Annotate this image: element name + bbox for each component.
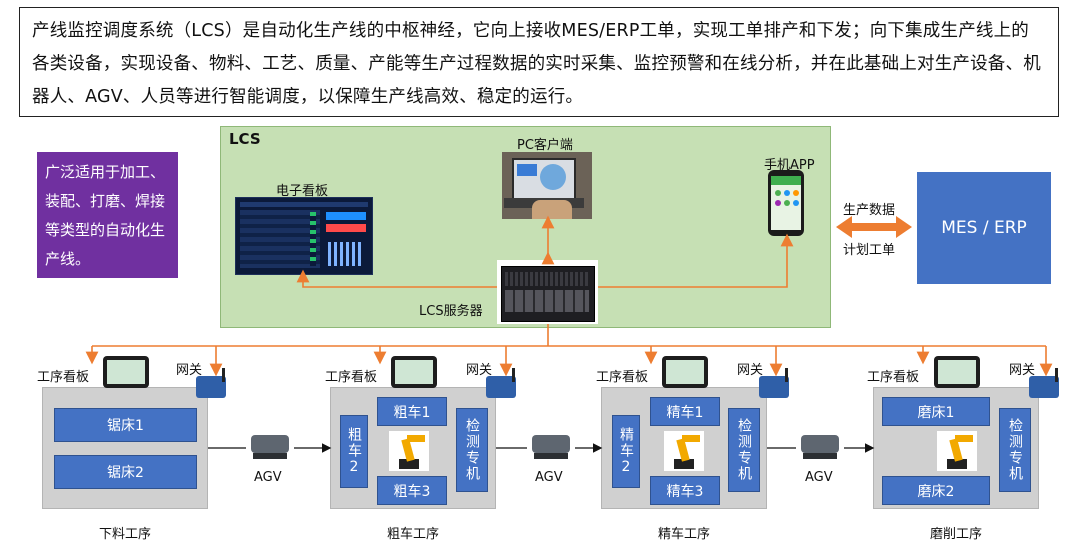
station2-gateway-device <box>486 368 516 398</box>
station4-board-tablet <box>934 356 980 388</box>
grinder-1: 磨床1 <box>882 397 990 426</box>
finish-lathe-2: 精车2 <box>612 415 640 488</box>
inspection-machine-4: 检测专机 <box>999 408 1031 492</box>
station4-caption: 磨削工序 <box>929 527 982 542</box>
agv-vehicle-1 <box>247 431 293 461</box>
mobile-app-label: 手机APP <box>764 158 815 173</box>
application-note: 广泛适用于加工、装配、打磨、焊接等类型的自动化生产线。 <box>37 152 178 278</box>
station2-caption: 粗车工序 <box>386 527 439 542</box>
station1-caption: 下料工序 <box>98 527 151 542</box>
rough-lathe-3: 粗车3 <box>377 476 447 505</box>
station3-caption: 精车工序 <box>657 527 710 542</box>
station1-board-tablet <box>103 356 149 388</box>
finish-lathe-1: 精车1 <box>650 397 720 426</box>
saw-machine-2: 锯床2 <box>54 455 197 489</box>
station3-board-tablet <box>662 356 708 388</box>
robot-arm-2 <box>389 431 429 471</box>
mobile-phone-image <box>768 170 804 236</box>
rough-lathe-1: 粗车1 <box>377 397 447 426</box>
server-label: LCS服务器 <box>419 304 483 319</box>
line-dashboard <box>296 269 497 288</box>
station1-board-label: 工序看板 <box>37 370 90 385</box>
agv-vehicle-2 <box>528 431 574 461</box>
station2-board-tablet <box>391 356 437 388</box>
saw-machine-1: 锯床1 <box>54 408 197 442</box>
agv-vehicle-3 <box>797 431 843 461</box>
lcs-server-image <box>497 260 598 324</box>
robot-arm-4 <box>937 431 977 471</box>
inspection-machine-2: 检测专机 <box>456 408 488 492</box>
robot-arm-3 <box>664 431 704 471</box>
station1-gateway-device <box>196 368 226 398</box>
station4-board-label: 工序看板 <box>867 370 920 385</box>
production-data-label: 生产数据 <box>843 203 896 218</box>
mes-erp-label: MES / ERP <box>941 218 1027 238</box>
agv-label-2: AGV <box>535 470 563 485</box>
finish-lathe-3: 精车3 <box>650 476 720 505</box>
station3-gateway-label: 网关 <box>737 363 764 378</box>
grinder-2: 磨床2 <box>882 476 990 505</box>
agv-label-3: AGV <box>805 470 833 485</box>
agv-label-1: AGV <box>254 470 282 485</box>
station2-gateway-label: 网关 <box>466 363 493 378</box>
station3-board-label: 工序看板 <box>596 370 649 385</box>
rough-lathe-2: 粗车2 <box>340 415 368 488</box>
dashboard-label: 电子看板 <box>276 184 329 199</box>
mes-erp-box: MES / ERP <box>917 172 1051 284</box>
station1-gateway-label: 网关 <box>176 363 203 378</box>
station3-gateway-device <box>759 368 789 398</box>
station2-board-label: 工序看板 <box>325 370 378 385</box>
lcs-title: LCS <box>229 130 261 148</box>
electronic-dashboard-image <box>235 197 373 275</box>
station4-gateway-label: 网关 <box>1009 363 1036 378</box>
station4-gateway-device <box>1029 368 1059 398</box>
plan-order-label: 计划工单 <box>843 243 896 258</box>
pc-client-label: PC客户端 <box>517 138 573 153</box>
intro-description: 产线监控调度系统（LCS）是自动化生产线的中枢神经，它向上接收MES/ERP工单… <box>19 7 1059 117</box>
inspection-machine-3: 检测专机 <box>728 408 760 492</box>
pc-client-image <box>502 152 592 219</box>
